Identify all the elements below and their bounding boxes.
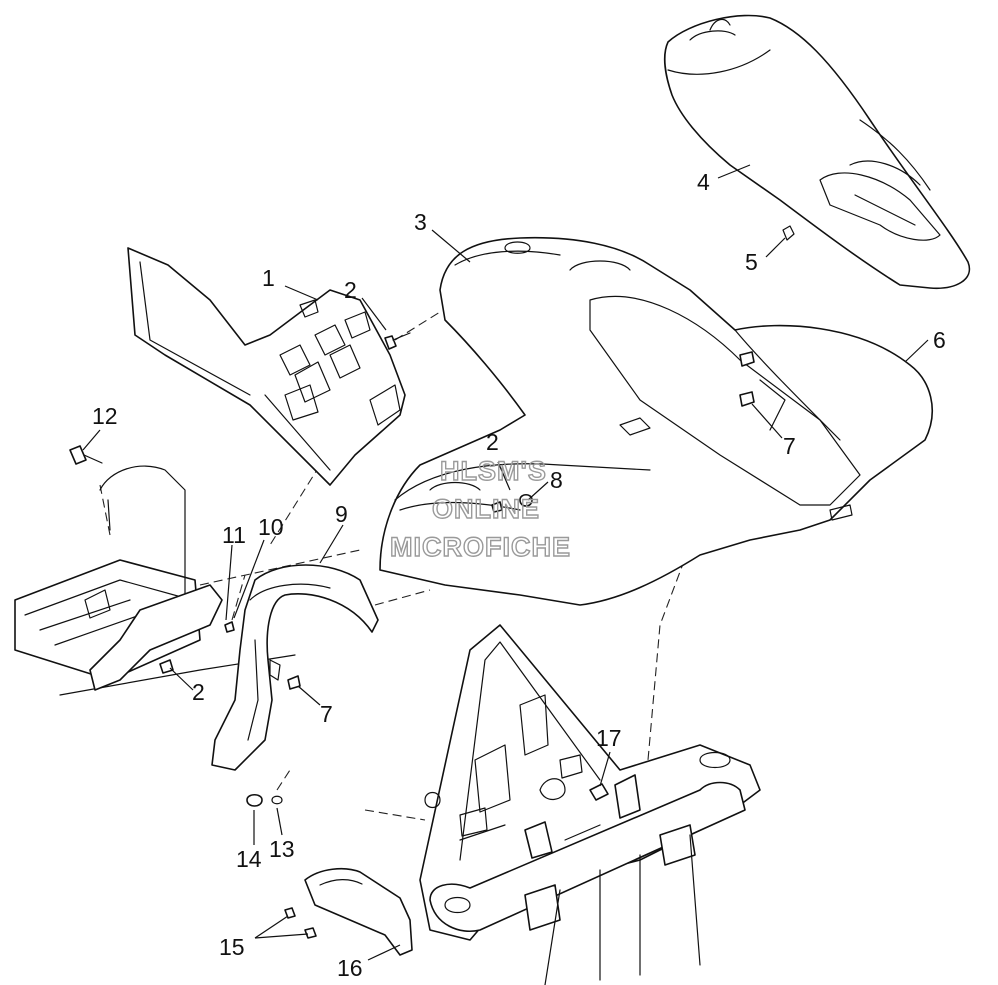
watermark-line-3: MICROFICHE xyxy=(390,532,571,562)
callout-7-lower: 7 xyxy=(320,701,333,727)
part-9-fender-flare xyxy=(211,564,379,771)
callout-12: 12 xyxy=(92,403,118,429)
part-1-side-panel xyxy=(127,247,406,486)
callout-1: 1 xyxy=(262,265,275,291)
part-3-rear-fender xyxy=(379,236,933,606)
callout-15: 15 xyxy=(219,934,245,960)
callout-9: 9 xyxy=(335,501,348,527)
callout-leader-lines xyxy=(82,164,929,961)
footrest-floorboard xyxy=(14,465,296,696)
callout-10: 10 xyxy=(258,514,284,540)
callout-5: 5 xyxy=(745,249,758,275)
callout-8: 8 xyxy=(550,467,563,493)
callout-3: 3 xyxy=(414,209,427,235)
callout-2-lower: 2 xyxy=(192,679,205,705)
watermark-line-1: HLSM'S xyxy=(440,456,547,486)
callout-13: 13 xyxy=(269,836,295,862)
watermark-line-2: ONLINE xyxy=(432,494,540,524)
callout-11: 11 xyxy=(222,522,246,548)
part-4-seat xyxy=(663,14,971,290)
callout-6: 6 xyxy=(933,327,946,353)
watermark: HLSM'S ONLINE MICROFICHE xyxy=(389,455,571,562)
callout-2-top: 2 xyxy=(344,277,357,303)
callout-7-right: 7 xyxy=(783,433,796,459)
part-16-mudflap xyxy=(304,867,413,956)
part-10-panel xyxy=(89,584,223,691)
callout-17: 17 xyxy=(596,725,622,751)
callout-16: 16 xyxy=(337,955,363,981)
callout-2-center: 2 xyxy=(486,429,499,455)
callout-14: 14 xyxy=(236,846,262,872)
callout-4: 4 xyxy=(697,169,710,195)
hardware-fasteners xyxy=(69,225,795,939)
callout-labels: 1 2 3 4 5 6 7 12 2 8 9 10 11 2 7 17 14 1… xyxy=(92,169,946,981)
frame-chassis xyxy=(419,624,761,985)
